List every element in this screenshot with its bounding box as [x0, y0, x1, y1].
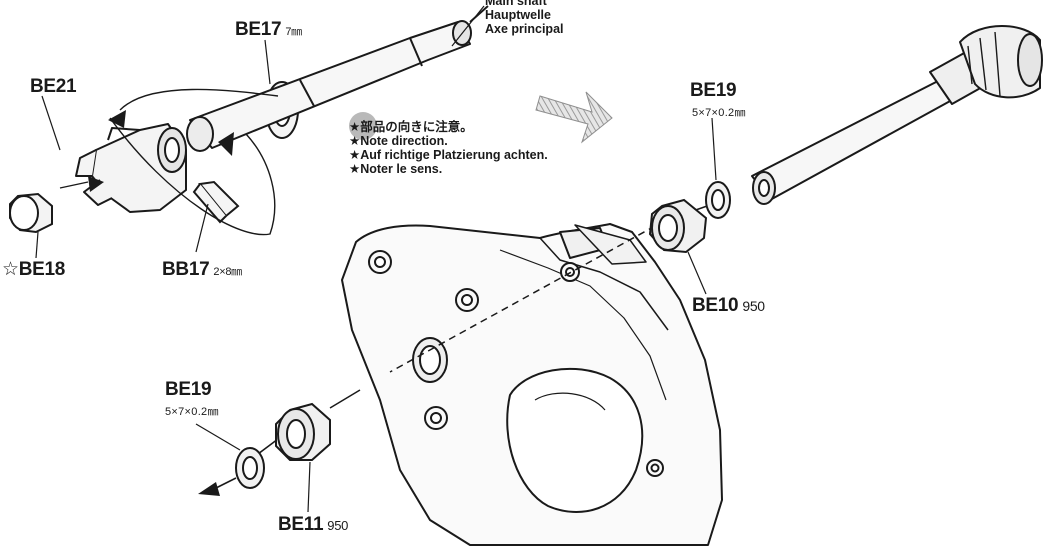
be17-code: BE17: [235, 19, 282, 40]
main-shaft-label-de: Hauptwelle: [485, 8, 551, 22]
assembly-arrows: [59, 88, 279, 236]
leader-lines: [35, 5, 717, 513]
be19-top-size: 5×7×0.2㎜: [692, 107, 746, 119]
be19-bottom-code: BE19: [165, 379, 212, 400]
label-be21: BE21: [30, 76, 77, 97]
note-fr: ★Noter le sens.: [349, 162, 443, 176]
be10-size: 950: [742, 298, 765, 314]
bb17-size: 2×8㎜: [213, 266, 242, 278]
be19-bottom-size: 5×7×0.2㎜: [165, 406, 219, 418]
be11-size: 950: [327, 518, 349, 533]
note-ja: ★部品の向きに注意。: [349, 120, 473, 134]
be18-bushing: [9, 192, 53, 234]
bb17-code: BB17: [162, 259, 210, 280]
be11-bearing: [275, 402, 331, 461]
note-en: ★Note direction.: [349, 134, 448, 148]
main-shaft-label-fr: Axe principal: [485, 22, 564, 36]
main-shaft-right: [751, 25, 1043, 205]
be10-code: BE10: [692, 295, 739, 316]
label-be19-bottom: BE19: [165, 379, 212, 400]
note-de: ★Auf richtige Platzierung achten.: [349, 148, 548, 162]
be21-joint: [75, 123, 187, 213]
be21-code: BE21: [30, 76, 77, 97]
out-arrow: [198, 482, 220, 496]
label-be19-top: BE19: [690, 80, 737, 101]
main-shaft-label-en: Main shaft: [485, 0, 547, 8]
note-marker-circle: [349, 112, 377, 140]
be18-code: ☆BE18: [2, 259, 66, 280]
main-shaft-label: Main shaft Hauptwelle Axe principal: [485, 0, 564, 36]
direction-arrow: [535, 91, 613, 144]
bb17-pin: [192, 180, 240, 224]
gear-case: [341, 223, 723, 546]
be19-top-code: BE19: [690, 80, 737, 101]
note-direction-block: ★部品の向きに注意。 ★Note direction. ★Auf richtig…: [349, 120, 548, 176]
be11-code: BE11: [278, 514, 324, 535]
be19-bottom-shim: [235, 447, 265, 489]
be17-size: 7㎜: [285, 26, 302, 38]
be19-top-shim: [705, 181, 731, 219]
be10-bearing: [648, 198, 708, 254]
label-be18: ☆BE18: [2, 260, 65, 279]
